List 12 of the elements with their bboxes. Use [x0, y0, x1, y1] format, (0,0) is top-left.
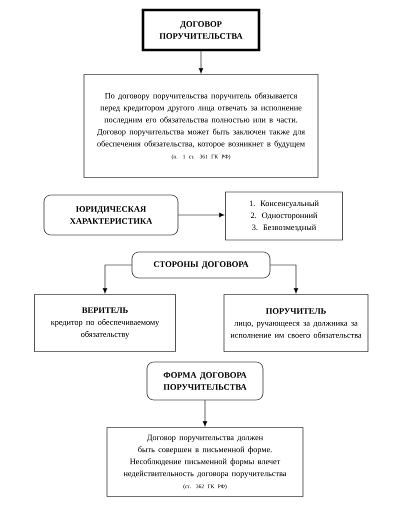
text-box: ПОРУЧИТЕЛЬ лицо, ручающееся за должника за исполнение им своего обязательства: [224, 294, 368, 352]
arrow: [178, 212, 224, 218]
text-box: ВЕРИТЕЛЬ кредитор по обеспечиваемому обязательству: [34, 294, 176, 352]
title-box: ДОГОВОР ПОРУЧИТЕЛЬСТВА: [142, 8, 260, 52]
arrow: [270, 264, 298, 294]
arrow: [198, 51, 204, 74]
arrow: [202, 400, 208, 426]
rounded-box: ЮРИДИЧЕСКАЯ ХАРАКТЕРИСТИКА: [44, 194, 178, 236]
rounded-box: СТОРОНЫ ДОГОВОРА: [132, 252, 270, 278]
list-box: 1. Консенсуальный 2. Односторонний 3. Безвозмездный: [225, 192, 343, 240]
arrow: [102, 264, 132, 294]
rounded-box: ФОРМА ДОГОВОРА ПОРУЧИТЕЛЬСТВА: [146, 362, 264, 400]
